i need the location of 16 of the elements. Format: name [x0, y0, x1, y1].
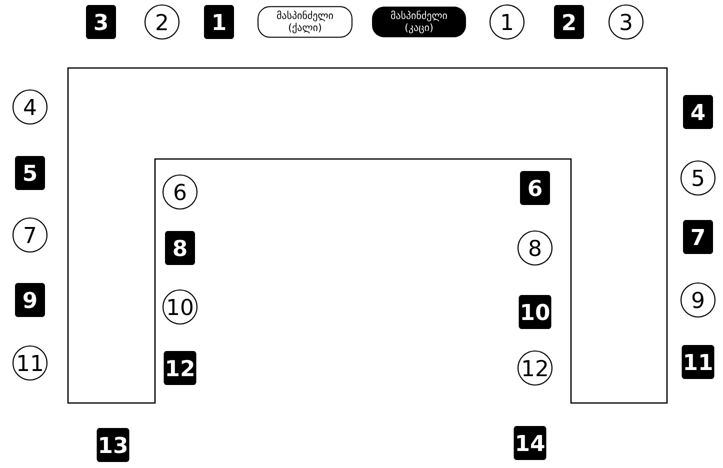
seat-square: 6 — [520, 171, 550, 205]
seat-square: 3 — [86, 5, 116, 39]
seat-square: 14 — [514, 426, 546, 460]
seat-square: 2 — [554, 5, 584, 39]
seat-square: 11 — [682, 345, 714, 379]
seat-square: 4 — [683, 95, 713, 129]
seat-square: 13 — [96, 428, 130, 462]
host-seat: მასპინძელი (ქალი) — [258, 6, 352, 38]
seat-square: 1 — [204, 5, 234, 39]
host-seat: მასპინძელი (კაცი) — [372, 6, 466, 38]
seat-square: 10 — [518, 295, 552, 329]
seat-square: 12 — [164, 351, 196, 385]
seat-square: 5 — [15, 156, 45, 190]
seat-square: 9 — [15, 283, 45, 317]
seat-square: 7 — [683, 220, 713, 254]
seat-square: 8 — [165, 231, 195, 265]
